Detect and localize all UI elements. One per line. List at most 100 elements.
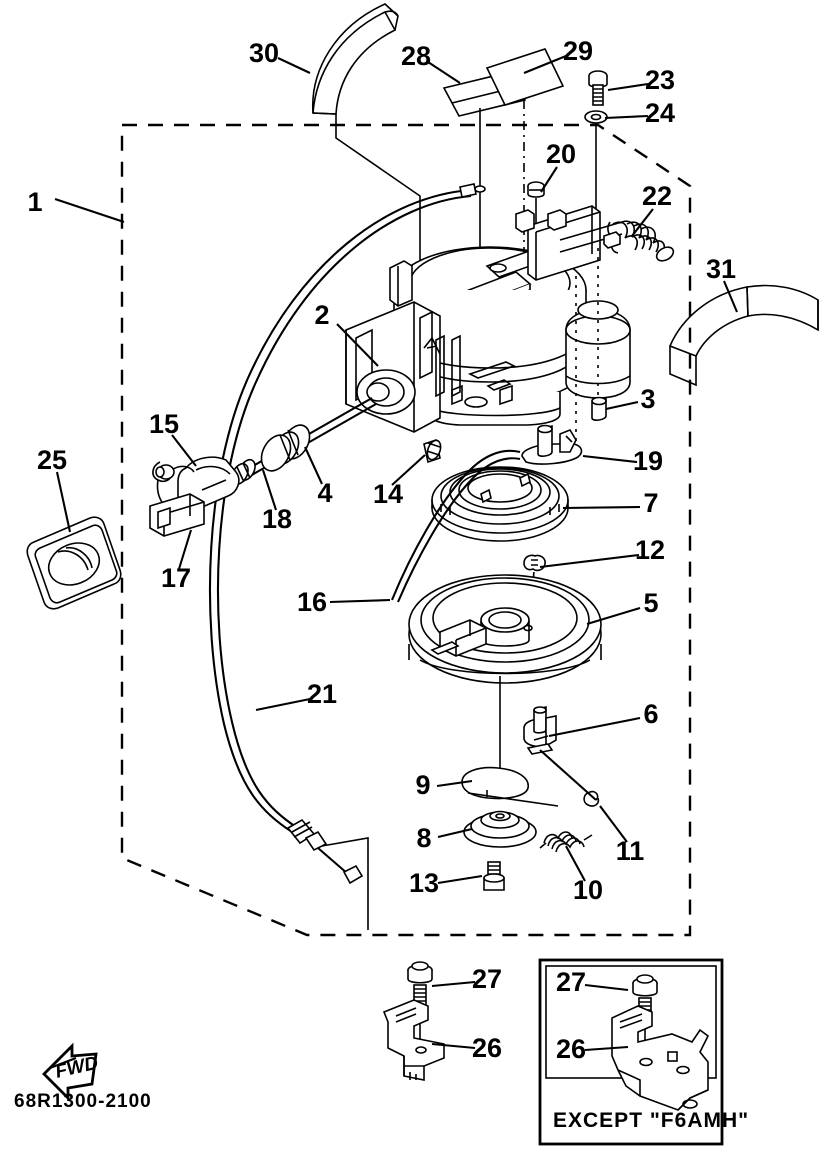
callout-21: 21: [255, 679, 337, 712]
callout-leader-19: [582, 454, 638, 464]
callout-24: 24: [604, 98, 675, 128]
callout-2: 2: [314, 300, 379, 367]
callout-number-19: 19: [633, 446, 663, 476]
callout-number-9: 9: [415, 770, 430, 800]
callout-29: 29: [523, 36, 593, 74]
inset-callout-leader-26: [584, 1045, 629, 1052]
callout-25: 25: [37, 445, 72, 533]
inset-callout-26: 26: [556, 1034, 629, 1064]
callout-leader-21: [255, 697, 311, 712]
callout-leader-5: [586, 606, 641, 626]
fwd-orientation-marker: [42, 1042, 98, 1102]
callout-number-10: 10: [573, 875, 603, 905]
callout-number-5: 5: [643, 588, 658, 618]
callout-31: 31: [706, 254, 738, 313]
part-10-return-spring: [539, 831, 593, 853]
inset-callout-number-26: 26: [556, 1034, 586, 1064]
main-bracket-26-27: [382, 961, 445, 1081]
callout-number-15: 15: [149, 409, 179, 439]
callout-9: 9: [415, 770, 473, 800]
inset-box-frame: [538, 958, 724, 1146]
callout-number-7: 7: [643, 488, 658, 518]
callout-4: 4: [304, 446, 333, 508]
part-19-pawl-lever: [521, 424, 583, 465]
callout-6: 6: [548, 699, 659, 738]
part-4-bushing: [260, 424, 311, 472]
callout-leader-31: [723, 280, 738, 313]
callout-8: 8: [416, 823, 473, 853]
callout-number-8: 8: [416, 823, 431, 853]
callout-7: 7: [562, 488, 659, 518]
cable-lower-end-fitting: [286, 818, 364, 885]
callout-number-31: 31: [706, 254, 736, 284]
part-11-hook-rod: [539, 749, 600, 807]
callout-3: 3: [605, 384, 656, 414]
callout-leader-10: [565, 845, 586, 882]
part-12-e-clip: [523, 554, 546, 572]
part-31-curved-decal: [668, 284, 819, 387]
callout-16: 16: [297, 587, 391, 617]
callout-leader-15: [171, 434, 197, 467]
callout-leader-16: [329, 598, 391, 604]
part-30-curved-decal: [312, 3, 399, 115]
part-20-stopper: [527, 181, 545, 225]
callout-1: 1: [27, 187, 125, 223]
callout-number-26: 26: [472, 1033, 502, 1063]
callout-number-21: 21: [307, 679, 337, 709]
callout-leader-11: [599, 805, 628, 843]
part-3-plug: [591, 396, 607, 421]
starter-housing-assembly: [345, 205, 631, 433]
callout-number-22: 22: [642, 181, 672, 211]
callout-leader-9: [436, 779, 473, 788]
callout-5: 5: [586, 588, 659, 626]
assembly-boundary-outline: [120, 123, 692, 937]
inset-callout-number-27: 27: [556, 967, 586, 997]
callout-number-3: 3: [640, 384, 655, 414]
callout-leader-24: [604, 114, 649, 120]
callout-leader-25: [55, 471, 72, 533]
part-6-drive-pawl: [523, 705, 557, 755]
inset-callout-27: 27: [556, 967, 629, 997]
callout-leader-1: [54, 198, 125, 223]
callout-leader-17: [177, 529, 193, 570]
inset-bracket-26-27: [611, 974, 710, 1111]
callout-30: 30: [249, 38, 311, 74]
part-16-rope-inner: [397, 457, 521, 603]
part-29-decal-plate: [485, 48, 565, 106]
callout-leader-8: [437, 827, 473, 839]
callout-number-4: 4: [317, 478, 332, 508]
inset-callout-leader-27: [584, 983, 629, 992]
callout-leader-12: [539, 553, 640, 569]
callout-15: 15: [149, 409, 197, 467]
callout-leader-14: [391, 454, 426, 486]
callout-17: 17: [161, 529, 193, 593]
callout-23: 23: [607, 65, 675, 95]
callout-number-28: 28: [401, 41, 431, 71]
decal-30-locator-stem: [335, 114, 421, 280]
callout-number-25: 25: [37, 445, 67, 475]
callout-number-27: 27: [472, 964, 502, 994]
cable-upper-terminal: [459, 183, 486, 198]
callout-19: 19: [582, 446, 663, 476]
callout-leader-22: [631, 208, 654, 237]
callout-14: 14: [373, 454, 426, 509]
callout-leader-4: [304, 446, 323, 485]
part-17-retaining-clip: [149, 493, 205, 537]
callout-number-23: 23: [645, 65, 675, 95]
callout-leader-29: [523, 55, 567, 74]
callout-leader-28: [427, 61, 461, 84]
callout-number-16: 16: [297, 587, 327, 617]
callout-leader-13: [437, 874, 483, 885]
callout-number-18: 18: [262, 504, 292, 534]
callout-22: 22: [631, 181, 672, 237]
part-18-bushing: [231, 458, 256, 486]
inset-caption: EXCEPT "F6AMH": [553, 1109, 749, 1132]
callout-13: 13: [409, 868, 483, 898]
callout-layer: 1234567891011121314151617181920212223242…: [27, 36, 738, 1063]
part-5-sheave-drum: [408, 574, 602, 684]
handle-shaft-assembly: [231, 397, 377, 486]
callout-leader-23: [607, 82, 649, 92]
callout-leader-30: [277, 57, 311, 74]
